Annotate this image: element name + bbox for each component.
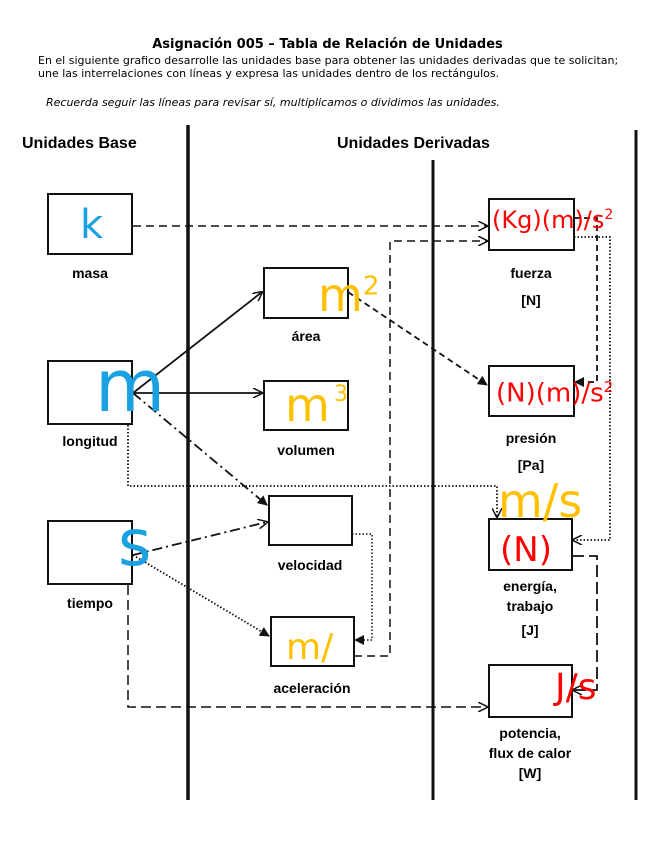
longitud-box[interactable]	[47, 360, 133, 425]
link-fuerza-presion	[574, 217, 598, 387]
fuerza-box[interactable]	[488, 198, 575, 251]
potencia-label: potencia,	[499, 725, 561, 741]
fuerza-answer: (Kg)(m)/s2	[492, 208, 613, 232]
area-label: área	[291, 328, 321, 344]
energia-label: energía,	[503, 578, 557, 594]
note: Recuerda seguir las líneas para revisar …	[46, 96, 500, 109]
fuerza-answer-base: (Kg)(m)/s	[492, 206, 605, 234]
tiempo-answer: s	[118, 507, 152, 581]
velocidad-answer: m/s	[498, 474, 583, 528]
page-title: Asignación 005 – Tabla de Relación de Un…	[152, 37, 503, 52]
presion-answer: (N)(m)/s2	[496, 380, 613, 407]
aceleracion-box[interactable]	[270, 616, 355, 667]
derived-units-header: Unidades Derivadas	[337, 135, 490, 152]
area-answer: m2	[318, 272, 379, 318]
area-answer-exp: 2	[362, 271, 380, 302]
tiempo-box[interactable]	[47, 520, 133, 585]
masa-box[interactable]	[47, 193, 133, 255]
fuerza-unit: [N]	[521, 292, 541, 308]
longitud-answer: m	[95, 344, 166, 428]
tiempo-label: tiempo	[67, 595, 113, 611]
aceleracion-label: aceleración	[273, 680, 351, 696]
volumen-answer: m	[285, 378, 330, 432]
presion-unit: [Pa]	[517, 457, 545, 473]
fuerza-answer-exp: 2	[604, 207, 614, 223]
flux-label: flux de calor	[488, 745, 572, 761]
link-longitud-area	[132, 292, 262, 394]
potencia-unit: [W]	[518, 765, 542, 781]
area-answer-base: m	[318, 268, 363, 322]
link-longitud-energia	[127, 425, 497, 517]
energia-unit: [J]	[521, 622, 539, 638]
masa-label: masa	[72, 265, 108, 281]
volumen-label: volumen	[277, 442, 335, 458]
masa-answer: k	[80, 202, 104, 248]
potencia-box[interactable]	[488, 664, 573, 718]
fuerza-label: fuerza	[510, 265, 552, 281]
velocidad-label: velocidad	[277, 557, 343, 573]
link-aceleracion-fuerza	[354, 241, 487, 657]
instructions: En el siguiente grafico desarrolle las u…	[38, 54, 619, 80]
link-area-presion	[347, 291, 488, 386]
link-longitud-velocidad	[132, 392, 268, 506]
area-box[interactable]	[263, 267, 349, 319]
aceleracion-answer: m/	[286, 627, 334, 668]
potencia-answer: J/s	[555, 667, 597, 708]
energia-answer: (N)	[500, 530, 552, 570]
link-tiempo-potencia	[127, 585, 487, 707]
link-fuerza-energia	[573, 236, 611, 540]
link-tiempo-aceleracion	[132, 554, 270, 637]
link-energia-potencia	[572, 555, 598, 690]
presion-label: presión	[505, 430, 557, 446]
volumen-answer-exp: 3	[334, 382, 348, 407]
presion-answer-base: (N)(m)/s	[496, 378, 604, 409]
link-velocidad-aceleracion	[352, 533, 373, 645]
longitud-label: longitud	[62, 433, 118, 449]
trabajo-label: trabajo	[506, 598, 554, 614]
energia-box[interactable]	[488, 518, 573, 571]
presion-box[interactable]	[488, 365, 575, 417]
link-tiempo-velocidad	[132, 522, 267, 556]
presion-answer-exp: 2	[603, 378, 614, 396]
base-units-header: Unidades Base	[22, 135, 137, 152]
volumen-box[interactable]	[263, 380, 349, 431]
velocidad-box[interactable]	[268, 495, 353, 546]
